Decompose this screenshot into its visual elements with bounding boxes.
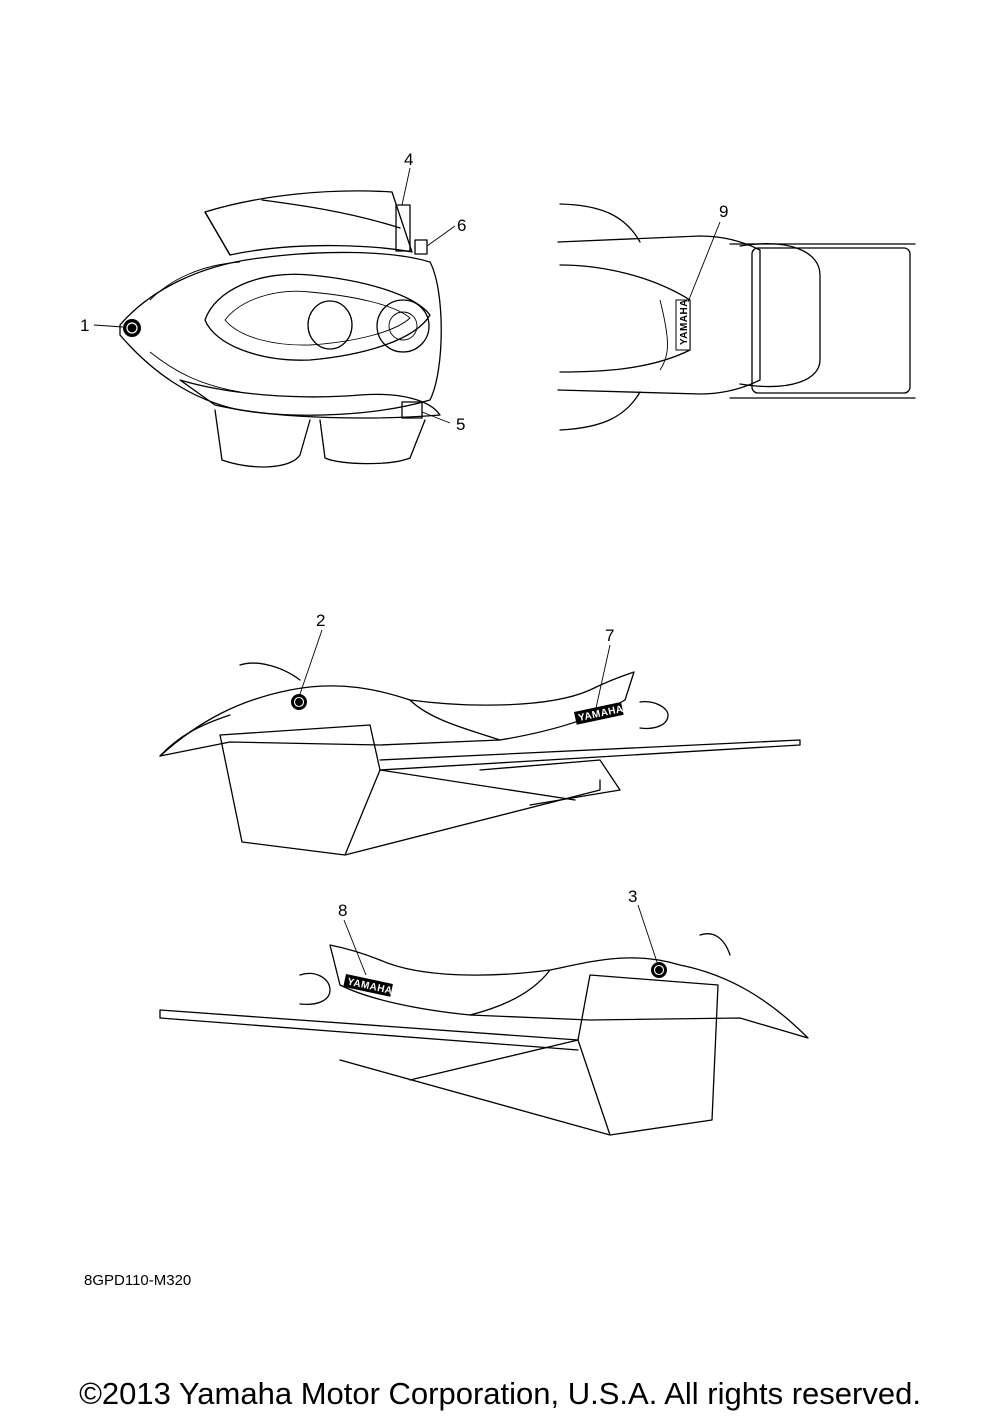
decal-4 — [395, 204, 411, 252]
side-view-left: 2 YAMAHA 7 — [159, 611, 801, 856]
emblem-text-9: YAMAHA — [679, 299, 690, 345]
side-view-right: 3 YAMAHA 8 — [159, 887, 809, 1136]
decal-6 — [414, 239, 428, 255]
callout-6: 6 — [457, 216, 466, 235]
top-view-rear: YAMAHA 9 — [557, 202, 916, 431]
yamaha-emblem-icon — [651, 962, 667, 978]
decal-5 — [401, 401, 423, 419]
callout-7: 7 — [605, 626, 614, 645]
callout-5: 5 — [456, 415, 465, 434]
callout-9: 9 — [719, 202, 728, 221]
callout-8: 8 — [338, 901, 347, 920]
callout-1: 1 — [80, 316, 89, 335]
diagram-code: 8GPD110-M320 — [84, 1272, 192, 1289]
callout-2: 2 — [316, 611, 325, 630]
callout-3: 3 — [628, 887, 637, 906]
yamaha-emblem-icon — [291, 694, 307, 710]
callout-4: 4 — [404, 150, 413, 169]
top-view-front: 1 4 6 5 — [80, 150, 466, 468]
yamaha-emblem-icon — [123, 319, 141, 337]
copyright-notice: ©2013 Yamaha Motor Corporation, U.S.A. A… — [79, 1376, 921, 1411]
